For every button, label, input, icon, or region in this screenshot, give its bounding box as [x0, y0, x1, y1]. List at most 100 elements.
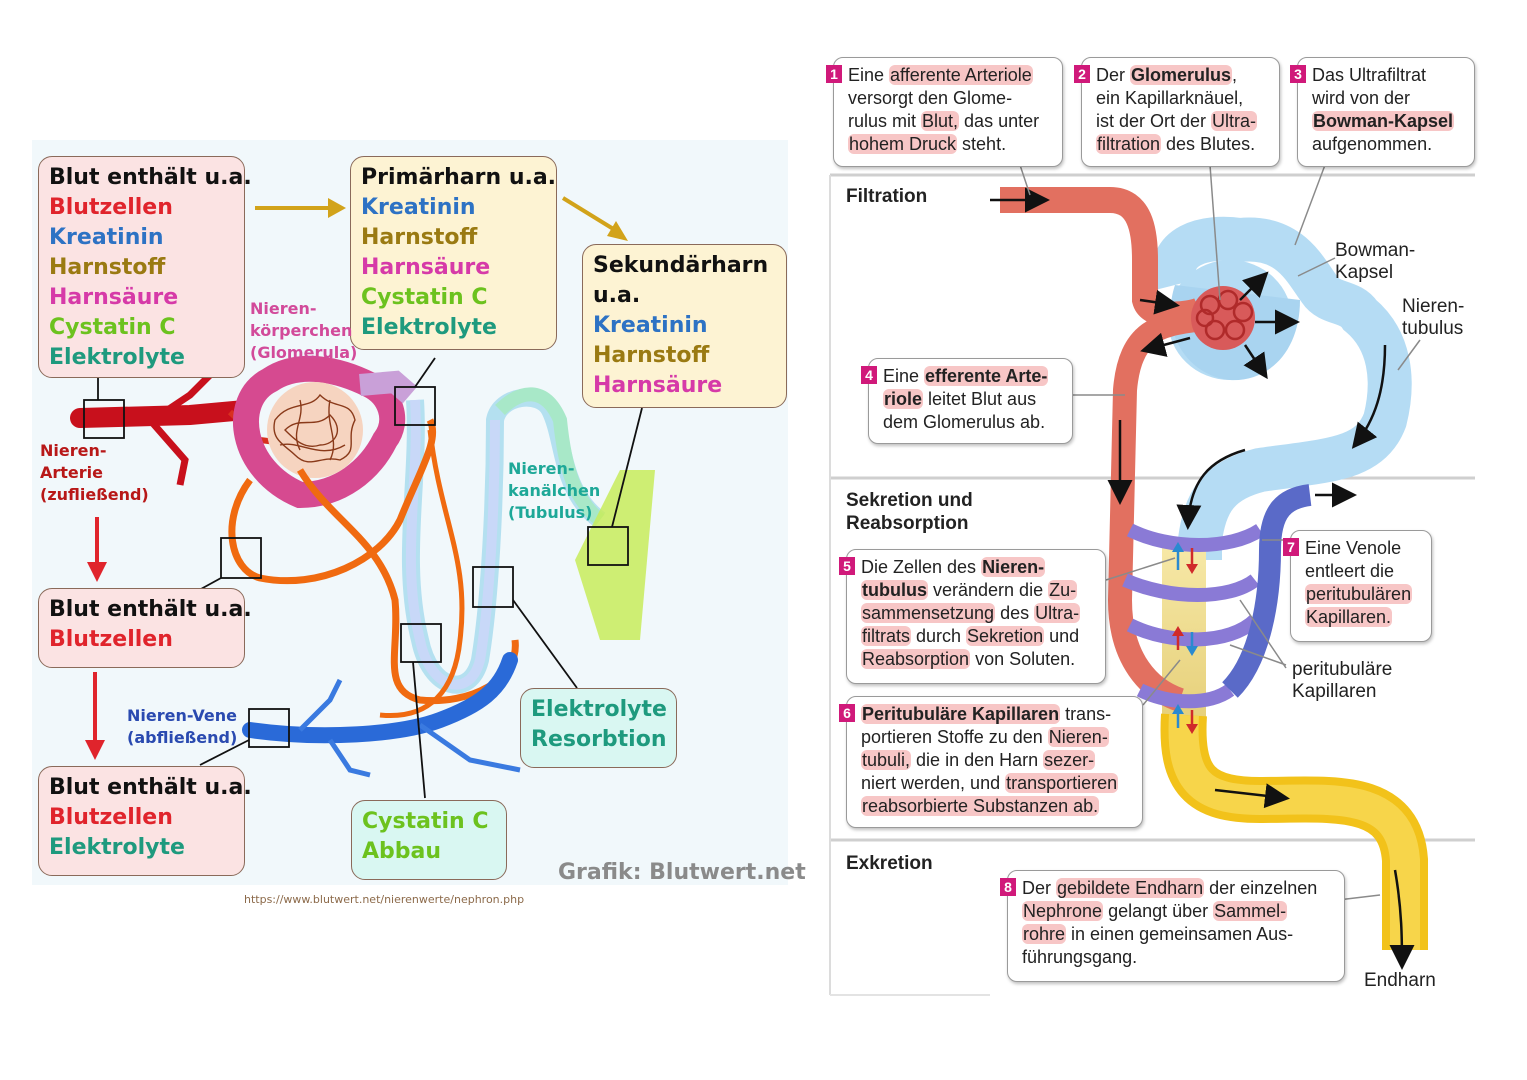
callout-text: leitet Blut aus	[923, 389, 1037, 409]
highlighted-term: Nieren-	[981, 557, 1046, 577]
callout-text: wird von der	[1312, 88, 1411, 108]
highlighted-term: reabsorbierte Substanzen ab.	[861, 796, 1100, 816]
callout-text: ,	[1232, 65, 1238, 85]
callout-text: der einzelnen	[1204, 878, 1318, 898]
box-blood-output: Blut enthält u.a. Blutzellen Elektrolyte	[38, 766, 252, 876]
callout-line: niert werden, und transportieren	[861, 772, 1132, 795]
callout-text: gelangt über	[1103, 901, 1214, 921]
highlighted-term: gebildete Endharn	[1056, 878, 1205, 898]
item-harnstoff: Harnstoff	[49, 255, 166, 280]
marker-squares	[83, 357, 643, 799]
highlighted-term: Zu-	[1048, 580, 1078, 600]
highlighted-term: efferente Arte-	[924, 366, 1049, 386]
highlighted-term: Bowman-Kapsel	[1312, 111, 1455, 131]
highlighted-term: Nieren-	[1047, 727, 1109, 747]
box-blood-efferent: Blut enthält u.a. Blutzellen	[38, 588, 252, 668]
item-elektrolyte: Elektrolyte	[49, 345, 185, 370]
callout-number: 7	[1283, 538, 1299, 556]
callout-line: Kapillaren.	[1305, 606, 1421, 629]
callout-line: sammensetzung des Ultra-	[861, 602, 1095, 625]
callout-line: tubulus verändern die Zu-	[861, 579, 1095, 602]
highlighted-term: sammensetzung	[861, 603, 996, 623]
callout-text: und	[1044, 626, 1080, 646]
callout-number: 2	[1074, 65, 1090, 83]
label-nierenkanaelchen: Nieren- kanälchen (Tubulus)	[508, 459, 601, 522]
item-harnsaeure: Harnsäure	[593, 373, 723, 398]
callout-line: Die Zellen des Nieren-	[861, 556, 1095, 579]
callout-text: Die Zellen des	[861, 557, 982, 577]
label-nierentubulus: Nieren- tubulus	[1402, 296, 1465, 339]
highlighted-term: Reabsorption	[861, 649, 971, 669]
callout-line: rulus mit Blut, das unter	[848, 110, 1052, 133]
label-nierenkoerperchen: Nieren- körperchen (Glomerula)	[250, 299, 358, 362]
highlighted-term: Sammel-	[1213, 901, 1288, 921]
callout-line: peritubulären	[1305, 583, 1421, 606]
callout-text: aufgenommen.	[1312, 134, 1433, 154]
highlighted-term: peritubulären	[1305, 584, 1413, 604]
callout-line: Der gebildete Endharn der einzelnen	[1022, 877, 1334, 900]
highlighted-term: tubuli,	[861, 750, 912, 770]
callout-line: filtrats durch Sekretion und	[861, 625, 1095, 648]
highlighted-term: Peritubuläre Kapillaren	[861, 704, 1061, 724]
electrolyte-line2: Resorbtion	[531, 727, 667, 752]
callout-line: tubuli, die in den Harn sezer-	[861, 749, 1132, 772]
section-exkretion: Exkretion	[846, 853, 933, 874]
callout-5-tubulus: 5 Die Zellen des Nieren-tubulus verändern…	[839, 549, 1106, 684]
label-nierenvene: Nieren-Vene (abfließend)	[127, 706, 238, 747]
label-bowman-kapsel: Bowman- Kapsel	[1335, 240, 1416, 283]
box-secondary-urine: Sekundärharn u.a. Kreatinin Harnstoff Ha…	[582, 244, 787, 408]
item-elektrolyte: Elektrolyte	[49, 835, 185, 860]
callout-text: ist der Ort der	[1096, 111, 1212, 131]
callout-line: führungsgang.	[1022, 946, 1334, 969]
highlighted-term: filtration	[1096, 134, 1162, 154]
box-electrolyte-resorption: Elektrolyte Resorbtion	[520, 688, 677, 768]
callout-text: von Soluten.	[970, 649, 1076, 669]
item-blutzellen: Blutzellen	[49, 195, 173, 220]
callout-line: Das Ultrafiltrat	[1312, 64, 1464, 87]
box-cystatin-abbau: Cystatin C Abbau	[351, 800, 507, 880]
callout-line: reabsorbierte Substanzen ab.	[861, 795, 1132, 818]
box-blood-efferent-title: Blut enthält u.a.	[49, 597, 252, 622]
right-panel-structure	[829, 173, 1475, 996]
label-endharn: Endharn	[1364, 970, 1436, 991]
cystatin-line1: Cystatin C	[362, 809, 489, 834]
item-blutzellen: Blutzellen	[49, 627, 173, 652]
callout-text: Das Ultrafiltrat	[1312, 65, 1427, 85]
exchange-arrows	[1172, 542, 1198, 734]
credit-text: Grafik: Blutwert.net	[558, 860, 806, 885]
callout-text: Der	[1022, 878, 1057, 898]
callout-text: durch	[911, 626, 967, 646]
callout-text: in einen gemeinsamen Aus-	[1066, 924, 1294, 944]
callout-number: 5	[839, 557, 855, 575]
callout-line: Peritubuläre Kapillaren trans-	[861, 703, 1132, 726]
highlighted-term: tubulus	[861, 580, 928, 600]
callout-number: 8	[1000, 878, 1016, 896]
callout-line: Eine Venole	[1305, 537, 1421, 560]
callout-line: wird von der	[1312, 87, 1464, 110]
callout-number: 1	[826, 65, 842, 83]
callout-text: Eine Venole	[1305, 538, 1402, 558]
callout-text: das unter	[959, 111, 1040, 131]
electrolyte-line1: Elektrolyte	[531, 697, 667, 722]
callout-line: Bowman-Kapsel	[1312, 110, 1464, 133]
item-kreatinin: Kreatinin	[361, 195, 476, 220]
callout-line: Der Glomerulus,	[1096, 64, 1269, 87]
box-secondary-urine-title: Sekundärharn	[593, 253, 769, 278]
highlighted-term: transportieren	[1005, 773, 1119, 793]
callout-line: Reabsorption von Soluten.	[861, 648, 1095, 671]
callout-line: portieren Stoffe zu den Nieren-	[861, 726, 1132, 749]
label-nierenarterie: Nieren- Arterie (zufließend)	[40, 441, 149, 504]
callout-line: ein Kapillarknäuel,	[1096, 87, 1269, 110]
callout-text: steht.	[957, 134, 1007, 154]
highlighted-term: Nephrone	[1022, 901, 1104, 921]
callout-line: entleert die	[1305, 560, 1421, 583]
glomerulus-drawing	[233, 355, 418, 509]
callout-2-glomerulus: 2 Der Glomerulus,ein Kapillarknäuel,ist d…	[1074, 57, 1280, 167]
callout-text: Der	[1096, 65, 1131, 85]
highlighted-term: afferente Arteriole	[889, 65, 1033, 85]
callout-number: 3	[1290, 65, 1306, 83]
highlighted-term: Ultra-	[1211, 111, 1258, 131]
